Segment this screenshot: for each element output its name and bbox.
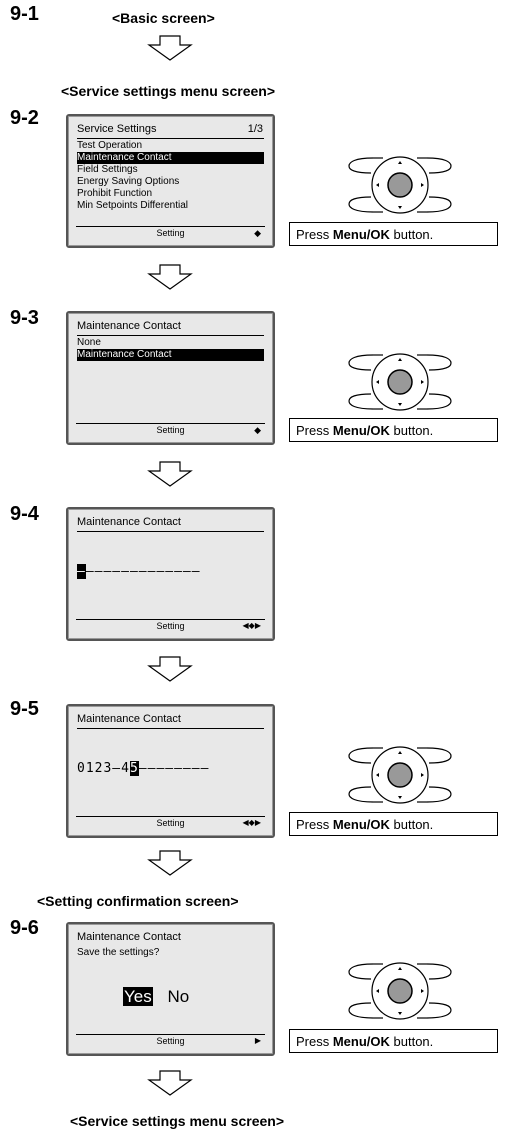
step-9-3: 9-3 — [10, 307, 39, 329]
down-arrow-icon — [147, 656, 193, 682]
four-way-arrows-icon: ◀◆▶ — [242, 818, 261, 827]
entry-field: ––––––––––––– — [85, 564, 201, 579]
instruction-press-menu-ok: Press Menu/OK button. — [289, 418, 498, 442]
menu-item-selected: Maintenance Contact — [77, 152, 264, 164]
heading-setting-confirmation: <Setting confirmation screen> — [37, 893, 239, 909]
step-9-2: 9-2 — [10, 107, 39, 129]
screen-title: Maintenance Contact — [77, 931, 181, 943]
four-way-arrows-icon: ◀◆▶ — [242, 621, 261, 630]
entry-field: –––––––– — [138, 761, 210, 776]
menu-item-selected: Maintenance Contact — [77, 349, 264, 361]
page-indicator: 1/3 — [247, 123, 263, 135]
menu-item: Energy Saving Options — [77, 176, 180, 187]
menu-item: Field Settings — [77, 164, 138, 175]
remote-control-pad — [337, 742, 463, 808]
footer-label: Setting — [156, 228, 185, 238]
heading-service-settings-menu-return: <Service settings menu screen> — [70, 1113, 284, 1129]
step-9-5: 9-5 — [10, 698, 39, 720]
screen-title: Maintenance Contact — [77, 516, 181, 528]
instruction-press-menu-ok: Press Menu/OK button. — [289, 222, 498, 246]
menu-item: Min Setpoints Differential — [77, 200, 188, 211]
down-arrow-icon — [147, 850, 193, 876]
footer-label: Setting — [156, 1036, 185, 1046]
menu-item: Prohibit Function — [77, 188, 153, 199]
footer-label: Setting — [156, 621, 185, 631]
screen-title: Maintenance Contact — [77, 713, 181, 725]
screen-title: Maintenance Contact — [77, 320, 181, 332]
footer-label: Setting — [156, 818, 185, 828]
remote-screen-maintenance-contact-select: Maintenance Contact None Maintenance Con… — [66, 311, 275, 445]
remote-screen-service-settings: Service Settings 1/3 Test Operation Main… — [66, 114, 275, 248]
menu-item: None — [77, 337, 101, 348]
entry-cursor: 5 — [129, 761, 139, 776]
entry-text: 0123–4 — [77, 761, 130, 776]
step-9-6: 9-6 — [10, 917, 39, 939]
screen-title: Service Settings — [77, 123, 157, 135]
instruction-press-menu-ok: Press Menu/OK button. — [289, 1029, 498, 1053]
down-arrow-icon — [147, 461, 193, 487]
right-arrow-icon: ▶ — [254, 1036, 261, 1045]
instruction-press-menu-ok: Press Menu/OK button. — [289, 812, 498, 836]
remote-screen-maintenance-contact-entry-empty: Maintenance Contact –––––––––––––– Setti… — [66, 507, 275, 641]
down-arrow-icon — [147, 1070, 193, 1096]
no-option: No — [167, 987, 190, 1006]
menu-item: Test Operation — [77, 140, 143, 151]
remote-control-pad — [337, 152, 463, 218]
step-9-1: 9-1 — [10, 3, 39, 25]
footer-label: Setting — [156, 425, 185, 435]
remote-control-pad — [337, 958, 463, 1024]
up-down-arrows-icon: ◆ — [254, 228, 261, 238]
remote-screen-save-confirmation: Maintenance Contact Save the settings? Y… — [66, 922, 275, 1056]
down-arrow-icon — [147, 264, 193, 290]
down-arrow-icon — [147, 35, 193, 61]
up-down-arrows-icon: ◆ — [254, 425, 261, 435]
yes-option-selected: Yes — [123, 987, 153, 1006]
remote-control-pad — [337, 349, 463, 415]
remote-screen-maintenance-contact-entry: Maintenance Contact 0123–45–––––––– Sett… — [66, 704, 275, 838]
entry-cursor: – — [77, 564, 86, 579]
step-9-4: 9-4 — [10, 503, 39, 525]
heading-service-settings-menu: <Service settings menu screen> — [61, 83, 275, 99]
confirm-question: Save the settings? — [77, 947, 160, 958]
heading-basic-screen: <Basic screen> — [112, 10, 215, 26]
